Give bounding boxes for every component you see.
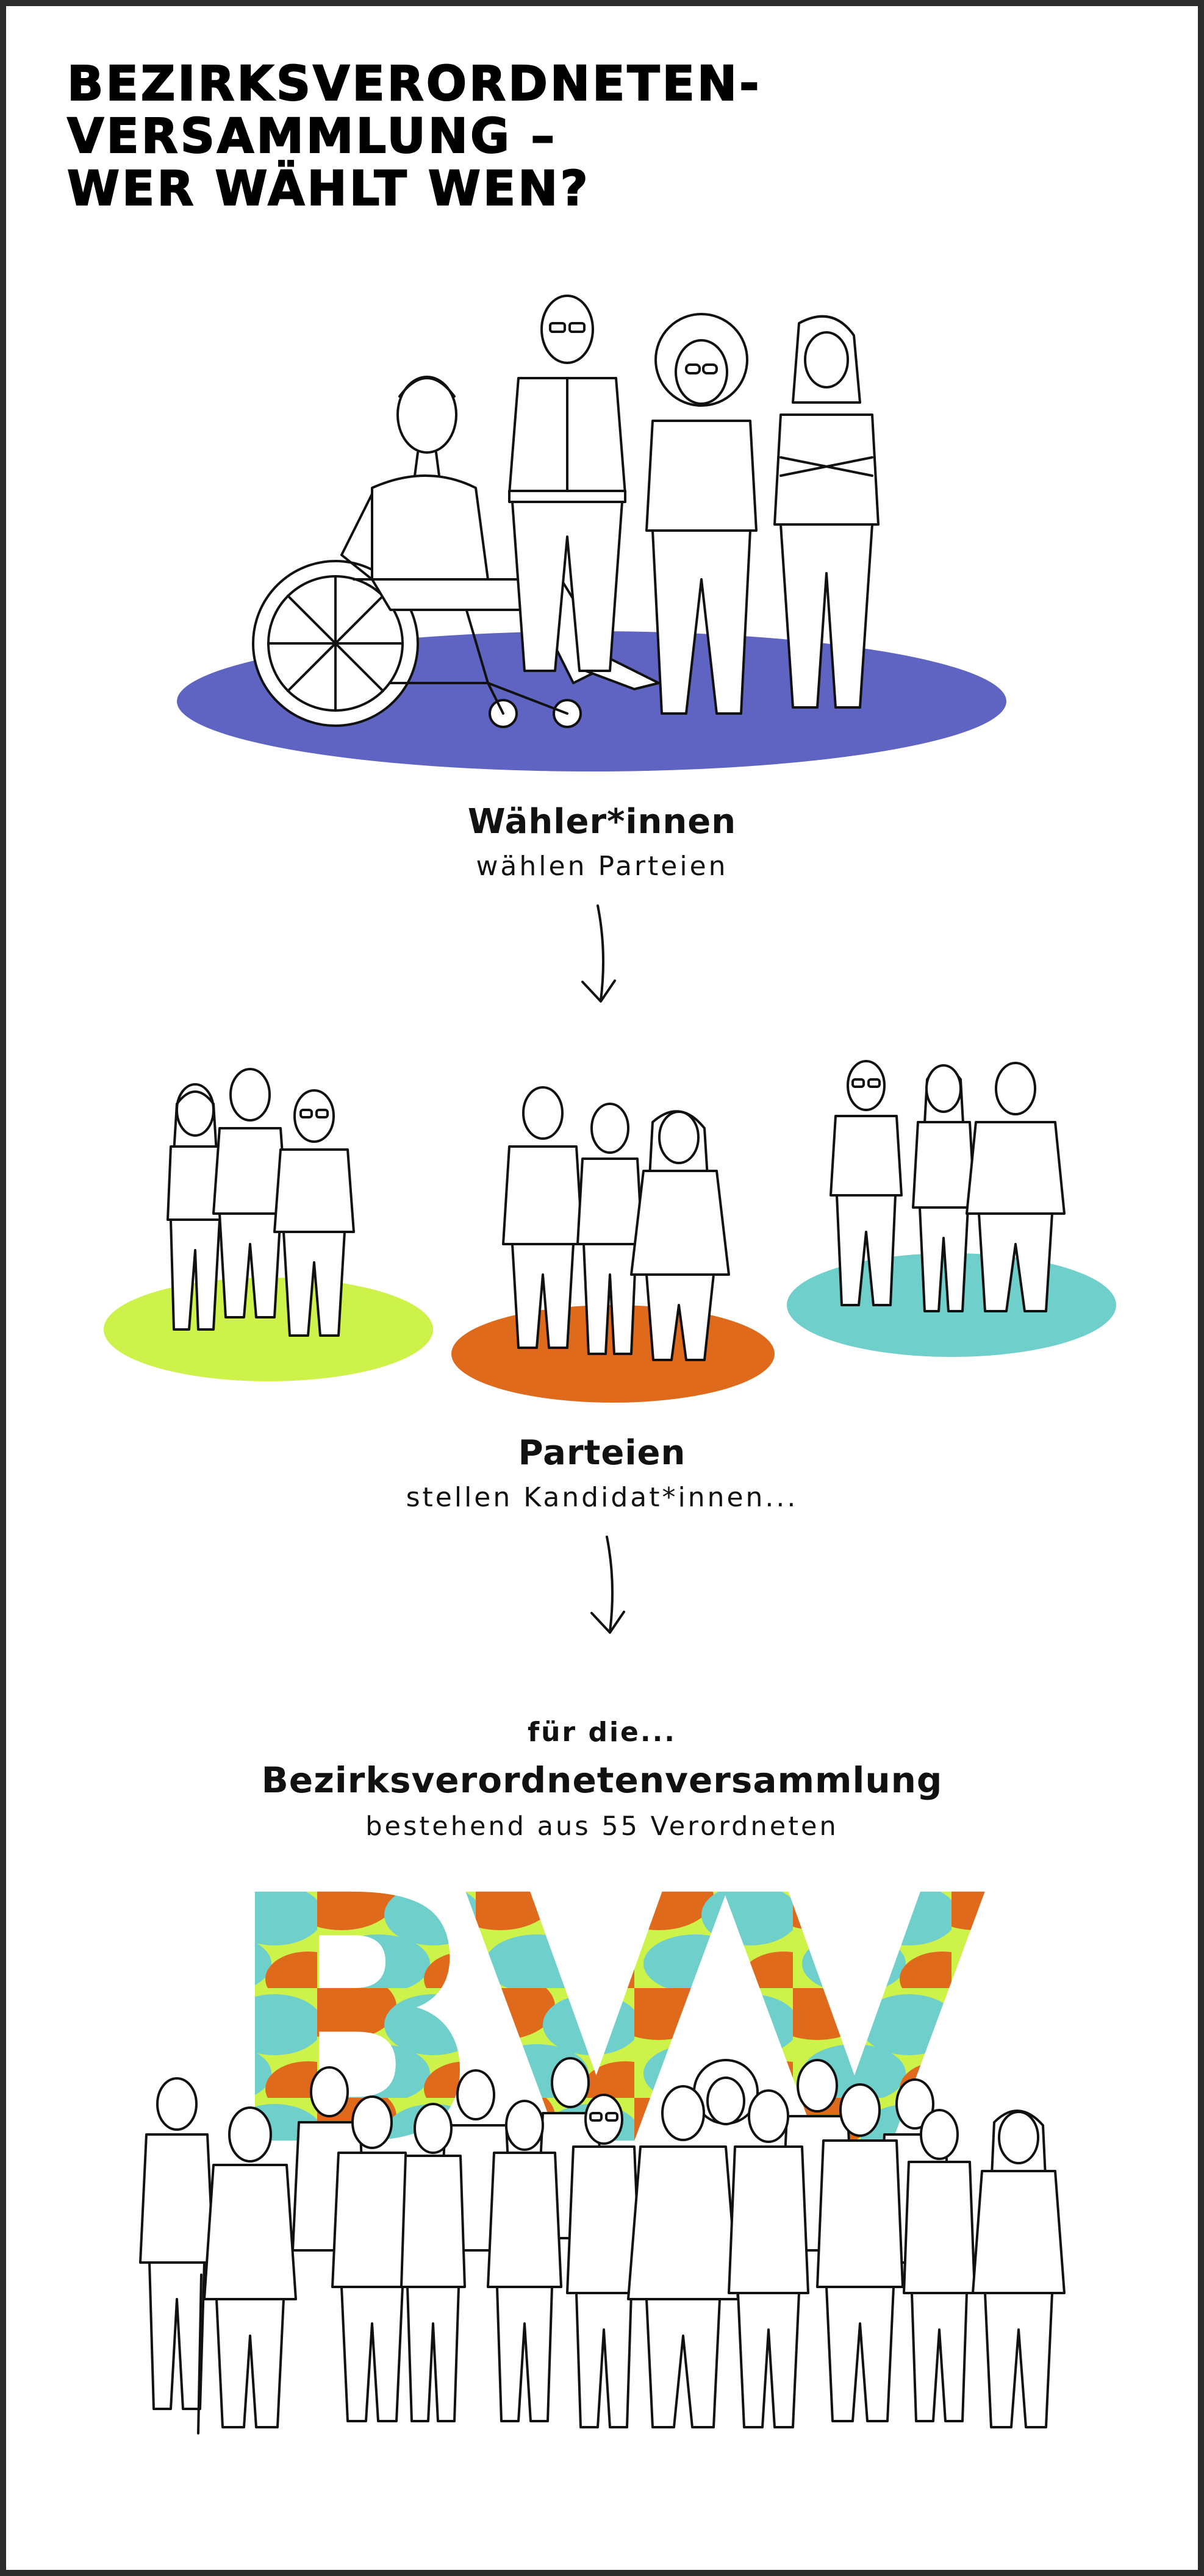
assembly-crowd bbox=[139, 2057, 1066, 2435]
person-teal-2 bbox=[912, 1064, 976, 1312]
person-lime-2 bbox=[212, 1068, 288, 1318]
party-group-orange bbox=[451, 1086, 775, 1403]
person-lime-1 bbox=[167, 1083, 224, 1331]
person-orange-3 bbox=[630, 1110, 730, 1361]
person-teal-3 bbox=[966, 1062, 1066, 1312]
step2-subheading: stellen Kandidat*innen... bbox=[406, 1482, 798, 1513]
step2-heading: Parteien bbox=[518, 1433, 686, 1473]
step3-subheading: bestehend aus 55 Verordneten bbox=[365, 1811, 839, 1842]
person-standing-man bbox=[508, 295, 626, 672]
person-orange-2 bbox=[576, 1103, 643, 1355]
title-line-1: BEZIRKSVERORDNETEN- bbox=[66, 57, 762, 112]
wheelchair-icon bbox=[252, 560, 582, 728]
step3-intro: für die... bbox=[527, 1717, 677, 1748]
person-headscarf bbox=[773, 315, 880, 709]
party-group-teal bbox=[787, 1060, 1116, 1357]
arrow-down-icon bbox=[581, 904, 616, 1003]
crowd-front-row bbox=[197, 2083, 1066, 2435]
page-title: BEZIRKSVERORDNETEN- VERSAMMLUNG – WER WÄ… bbox=[66, 57, 1043, 216]
title-line-2: VERSAMMLUNG – bbox=[66, 109, 557, 164]
person-curly-hair bbox=[645, 313, 758, 715]
person-teal-1 bbox=[830, 1060, 903, 1306]
person-orange-1 bbox=[502, 1086, 584, 1349]
step1-heading: Wähler*innen bbox=[467, 802, 737, 842]
title-line-3: WER WÄHLT WEN? bbox=[66, 162, 590, 216]
party-group-lime bbox=[104, 1068, 433, 1381]
step1-subheading: wählen Parteien bbox=[476, 851, 728, 882]
step3-heading: Bezirksverordnetenversammlung bbox=[261, 1759, 943, 1801]
voters-illustration bbox=[177, 295, 1006, 771]
arrow-down-icon bbox=[590, 1536, 625, 1634]
person-lime-3 bbox=[273, 1089, 355, 1337]
